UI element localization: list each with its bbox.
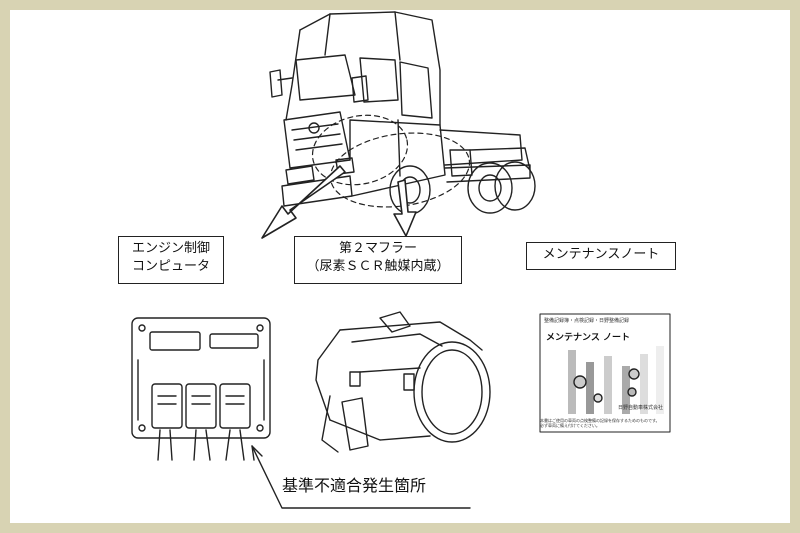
nonconformity-site-label: 基準不適合発生箇所 — [282, 476, 427, 495]
ecu-illustration — [131, 317, 271, 461]
ecu-label-box: エンジン制御 コンピュータ — [118, 236, 224, 284]
note-booklet-title: メンテナンス ノート — [546, 333, 630, 343]
muffler-label-box: 第２マフラー （尿素ＳＣＲ触媒内蔵） — [294, 236, 462, 284]
maintenance-note-label: メンテナンスノート — [542, 247, 660, 262]
truck-illustration — [269, 11, 536, 215]
muffler-illustration — [315, 311, 491, 453]
note-booklet-header: 整備記録簿・点検記録・日野整備記録 — [544, 318, 630, 324]
note-booklet-company: 日野自動車株式会社 — [618, 405, 664, 411]
maintenance-note-label-box: メンテナンスノート — [526, 242, 676, 270]
site-leader-line — [251, 445, 471, 509]
muffler-label-line1: 第２マフラー — [338, 241, 417, 256]
maintenance-note-illustration — [539, 313, 671, 433]
pointer-arrows — [261, 165, 417, 239]
note-booklet-footer: 本書はご使用の車両の点検整備の記録を保存するためのものです。必ず車両に備え付けて… — [540, 418, 660, 428]
muffler-label-line2: （尿素ＳＣＲ触媒内蔵） — [306, 259, 450, 274]
ecu-label-line1: エンジン制御 — [131, 241, 210, 256]
ecu-label-line2: コンピュータ — [131, 259, 210, 274]
